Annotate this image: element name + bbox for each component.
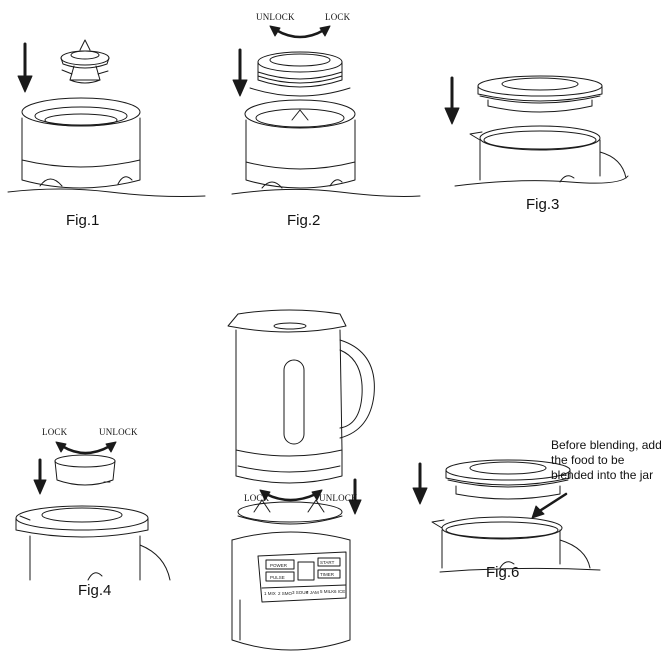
- fig4-caption: Fig.4: [78, 582, 112, 599]
- fig4-unlock-label: UNLOCK: [99, 427, 138, 437]
- fig5-unlock-label: UNLOCK: [319, 493, 358, 503]
- panel-button-label: 3 SOUP: [292, 590, 309, 595]
- fig4-illustration: [15, 454, 171, 581]
- fig4-lock-label: LOCK: [42, 427, 68, 437]
- fig2-down-arrow: [232, 48, 248, 97]
- fig2-lock-label: LOCK: [325, 12, 351, 22]
- fig5-jar: [227, 309, 375, 484]
- fig2-caption: Fig.2: [287, 212, 321, 229]
- panel-button-label: TIMER: [320, 572, 335, 577]
- panel-button-label: 5 MILK: [320, 589, 334, 594]
- fig6-note: Before blending, add the food to be blen…: [551, 438, 662, 483]
- fig6-down-arrow: [412, 462, 428, 505]
- fig2-rotate-arrow: [269, 25, 331, 39]
- panel-button-label: 4 JAM: [306, 590, 319, 595]
- fig6-note-line: blended into the jar: [551, 468, 654, 482]
- control-panel-labels: POWER START PULSE TIMER 1 MIX 2 SMO 3 SO…: [264, 560, 345, 596]
- fig5-base: [231, 499, 351, 651]
- fig3-down-arrow: [444, 76, 460, 125]
- fig6-pointer-arrow: [531, 492, 568, 519]
- panel-button-label: 1 MIX: [264, 591, 276, 596]
- panel-button-label: POWER: [270, 563, 288, 568]
- fig5-lock-label: LOCK: [244, 493, 270, 503]
- fig6-illustration: [431, 459, 601, 573]
- fig1-illustration: [7, 39, 206, 197]
- fig2-illustration: [231, 51, 421, 197]
- fig5-rotate-arrow: [259, 489, 323, 502]
- fig1-caption: Fig.1: [66, 212, 100, 229]
- fig1-down-arrow: [17, 42, 33, 93]
- panel-button-label: START: [320, 560, 335, 565]
- fig3-illustration: [454, 75, 629, 187]
- fig5-down-arrow: [348, 478, 362, 515]
- fig6-note-line: Before blending, add: [551, 438, 662, 452]
- panel-button-label: 2 SMO: [278, 591, 293, 596]
- panel-button-label: 6 ICE: [334, 589, 345, 594]
- fig6-note-line: the food to be: [551, 453, 625, 467]
- fig6-caption: Fig.6: [486, 564, 520, 581]
- fig3-caption: Fig.3: [526, 196, 560, 213]
- fig4-down-arrow: [33, 458, 47, 495]
- fig4-rotate-arrow: [55, 441, 117, 455]
- fig2-unlock-label: UNLOCK: [256, 12, 295, 22]
- panel-button-label: PULSE: [270, 575, 285, 580]
